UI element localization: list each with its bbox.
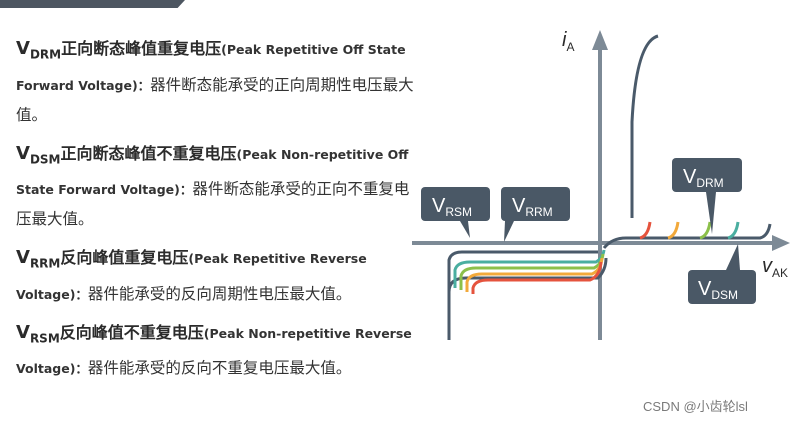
- reverse-curve-3: [459, 253, 605, 290]
- forward-curve-green: [699, 221, 712, 240]
- symbol: VDRM: [16, 38, 62, 62]
- reverse-curve-1-upper: [447, 250, 598, 292]
- symbol: VRSM: [16, 321, 60, 346]
- x-axis-arrow-icon: [772, 235, 790, 251]
- forward-curve-teal: [727, 221, 740, 240]
- description: 器件能承受的反向周期性电压最大值。: [87, 284, 352, 303]
- callout-vdrm-label: VDRM: [683, 166, 724, 190]
- description: 器件能承受的反向不重复电压最大值。: [87, 359, 352, 378]
- definition-vdrm: VDRM正向断态峰值重复电压(Peak Repetitive Off State…: [16, 34, 416, 130]
- english-term: (Peak Non-repetitive Off State Forward V…: [16, 146, 409, 198]
- symbol: VDSM: [16, 142, 61, 167]
- term: 正向断态峰值不重复电压: [60, 143, 237, 163]
- watermark: CSDN @小齿轮lsl: [643, 399, 748, 414]
- reverse-curve-1: [447, 257, 608, 340]
- on-state-curve: [630, 34, 659, 218]
- definition-vdsm: VDSM正向断态峰值不重复电压(Peak Non-repetitive Off …: [16, 139, 416, 235]
- symbol: VRRM: [16, 247, 61, 271]
- y-axis-label: iA: [562, 29, 574, 54]
- y-axis-arrow-icon: [592, 30, 608, 50]
- definition-list: VDRM正向断态峰值重复电压(Peak Repetitive Off State…: [16, 34, 416, 392]
- callout-vrsm-label: VRSM: [432, 195, 472, 219]
- callout-vrrm: VRRM: [501, 187, 570, 242]
- callout-vrrm-label: VRRM: [512, 195, 553, 219]
- term: 反向峰值不重复电压: [59, 322, 204, 342]
- callout-vdsm-label: VDSM: [698, 278, 738, 302]
- definition-vrrm: VRRM反向峰值重复电压(Peak Repetitive Reverse Vol…: [16, 243, 416, 309]
- term: 反向峰值重复电压: [60, 248, 189, 268]
- description: 器件断态能承受的正向周期性电压最大值。: [16, 75, 414, 124]
- reverse-curve-5: [471, 261, 603, 294]
- forward-blocking-main: [602, 223, 772, 249]
- callout-vdsm: VDSM: [688, 244, 756, 304]
- callout-vrsm: VRSM: [421, 187, 490, 238]
- thyristor-iv-diagram: iA vAK VRSM VRRM VDRM VDSM: [412, 29, 790, 340]
- definition-vrsm: VRSM反向峰值不重复电压(Peak Non-repetitive Revers…: [16, 318, 416, 384]
- forward-curve-orange: [667, 221, 680, 240]
- term: 正向断态峰值重复电压: [61, 39, 222, 58]
- header-tab-decoration: [0, 0, 185, 8]
- english-term: (Peak Non-repetitive Reverse Voltage)：: [16, 325, 412, 377]
- callout-vdrm: VDRM: [672, 158, 742, 234]
- description: 器件断态能承受的正向不重复电压最大值。: [16, 180, 410, 229]
- x-axis-label: vAK: [762, 255, 788, 280]
- english-term: (Peak Repetitive Off State Forward Volta…: [16, 42, 406, 93]
- forward-curve-red: [639, 221, 652, 240]
- english-term: (Peak Repetitive Reverse Voltage)：: [16, 251, 367, 302]
